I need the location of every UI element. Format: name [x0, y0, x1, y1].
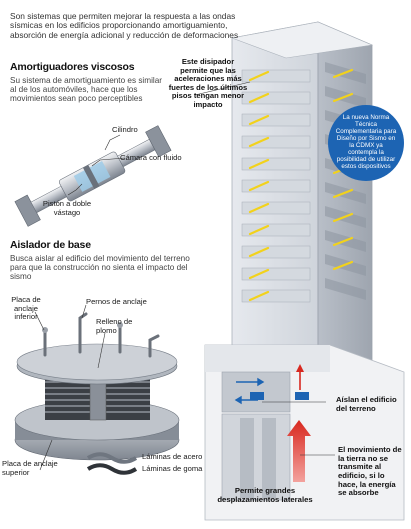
norm-badge-text: La nueva Norma Técnica Complementaria pa… [335, 114, 397, 170]
label-fluid-chamber: Cámara con fluido [120, 153, 182, 162]
damper-note: Este disipador permite que las aceleraci… [168, 57, 248, 109]
label-steel-sheets: Láminas de acero [142, 452, 203, 461]
viscous-damper-art [14, 125, 172, 227]
isolate-note: Aíslan el edificio del terreno [336, 395, 397, 413]
label-lead-fill: Relleno de plomo [96, 317, 133, 335]
label-anchor-bolts: Pernos de anclaje [86, 297, 147, 306]
label-lower-plate: Placa de anclaje inferior [11, 295, 41, 321]
dampers-title: Amortiguadores viscosos [10, 61, 135, 73]
building-tower [230, 21, 374, 361]
dampers-text: Su sistema de amortiguamiento es similar… [10, 76, 162, 104]
lateral-note: Permite grandes desplazamientos laterale… [217, 486, 313, 504]
foundation-box [204, 344, 405, 521]
norm-badge: La nueva Norma Técnica Complementaria pa… [328, 105, 404, 181]
base-isolator-art [14, 304, 180, 475]
isolator-title: Aislador de base [10, 239, 91, 251]
label-rubber-sheets: Láminas de goma [142, 464, 203, 473]
label-cylinder: Cilindro [112, 125, 138, 134]
ground-motion-note: El movimiento de la tierra no se transmi… [338, 445, 402, 498]
isolator-text: Busca aislar al edificio del movimiento … [10, 254, 190, 282]
label-upper-plate: Placa de anclaje superior [2, 459, 58, 477]
label-piston: Pistón a doble vástago [42, 199, 92, 217]
intro-text: Son sistemas que permiten mejorar la res… [10, 11, 239, 40]
